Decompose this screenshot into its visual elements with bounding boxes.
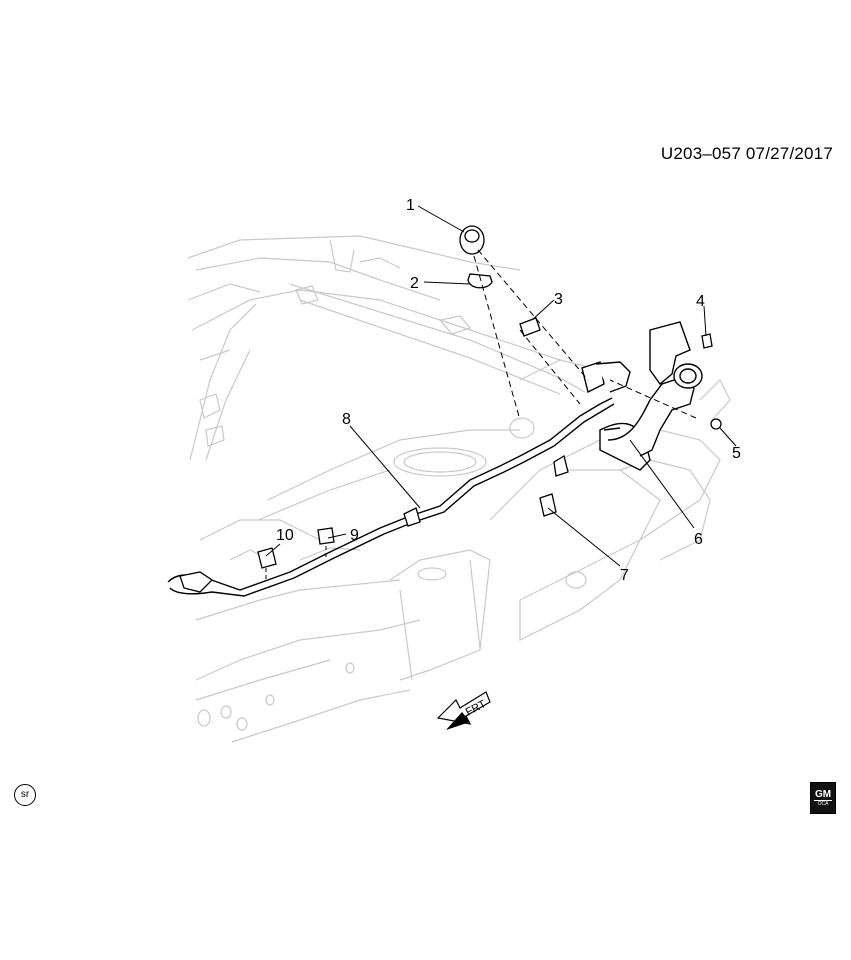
callout-5: 5 [732,445,741,462]
callout-numbers: 1 2 3 4 5 6 7 8 9 10 [276,197,741,584]
sr-badge: sr [14,784,36,806]
callout-6: 6 [694,531,703,548]
clip-parts [179,225,722,593]
callout-10: 10 [276,527,294,544]
gm-logo-text: GM [814,789,832,800]
fuel-vent-line [167,397,615,597]
callout-4: 4 [696,293,705,310]
callout-3: 3 [554,291,563,308]
gm-logo: GM OCA [810,782,836,814]
gm-logo-subtext: OCA [814,800,832,807]
leader-lines [265,205,737,582]
front-direction-arrow: FRT [436,691,491,730]
fuel-filler-pipe [581,321,703,471]
callout-7: 7 [620,567,629,584]
diagram-code-date: U203–057 07/27/2017 [660,144,833,163]
callout-1: 1 [406,197,415,214]
callout-9: 9 [350,527,359,544]
callout-8: 8 [342,411,351,428]
frame-background [187,235,731,743]
callout-2: 2 [410,275,419,292]
